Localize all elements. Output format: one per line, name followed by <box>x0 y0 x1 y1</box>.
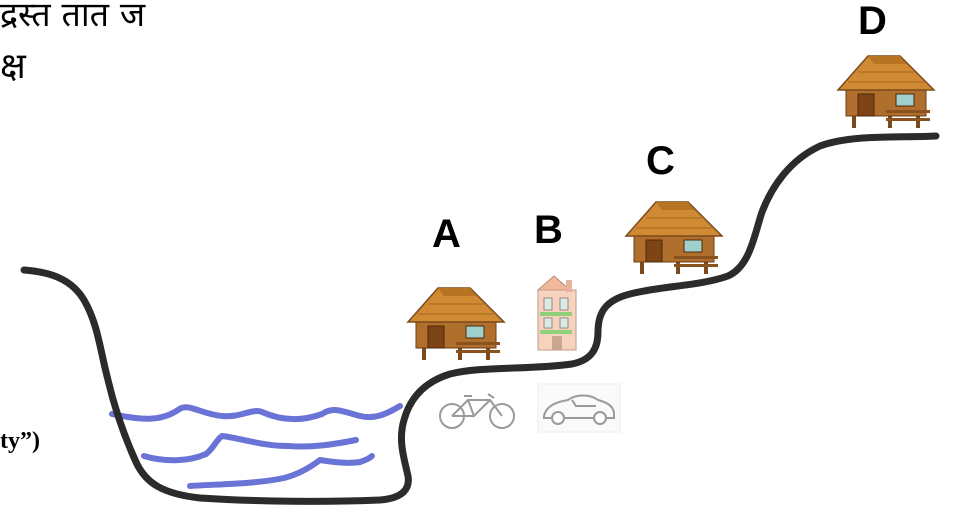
bicycle-icon <box>440 394 514 428</box>
house-d-icon <box>838 56 934 128</box>
water-wave-3 <box>190 456 372 486</box>
car-icon <box>538 384 620 432</box>
label-d: D <box>858 0 887 43</box>
house-c-icon <box>626 202 722 274</box>
house-b-icon <box>538 276 576 350</box>
label-b: B <box>534 208 563 252</box>
label-a: A <box>432 212 461 256</box>
water-waves <box>112 406 400 486</box>
water-wave-2 <box>144 436 356 460</box>
house-a-icon <box>408 288 504 360</box>
water-wave-1 <box>112 406 400 419</box>
label-c: C <box>646 139 675 183</box>
